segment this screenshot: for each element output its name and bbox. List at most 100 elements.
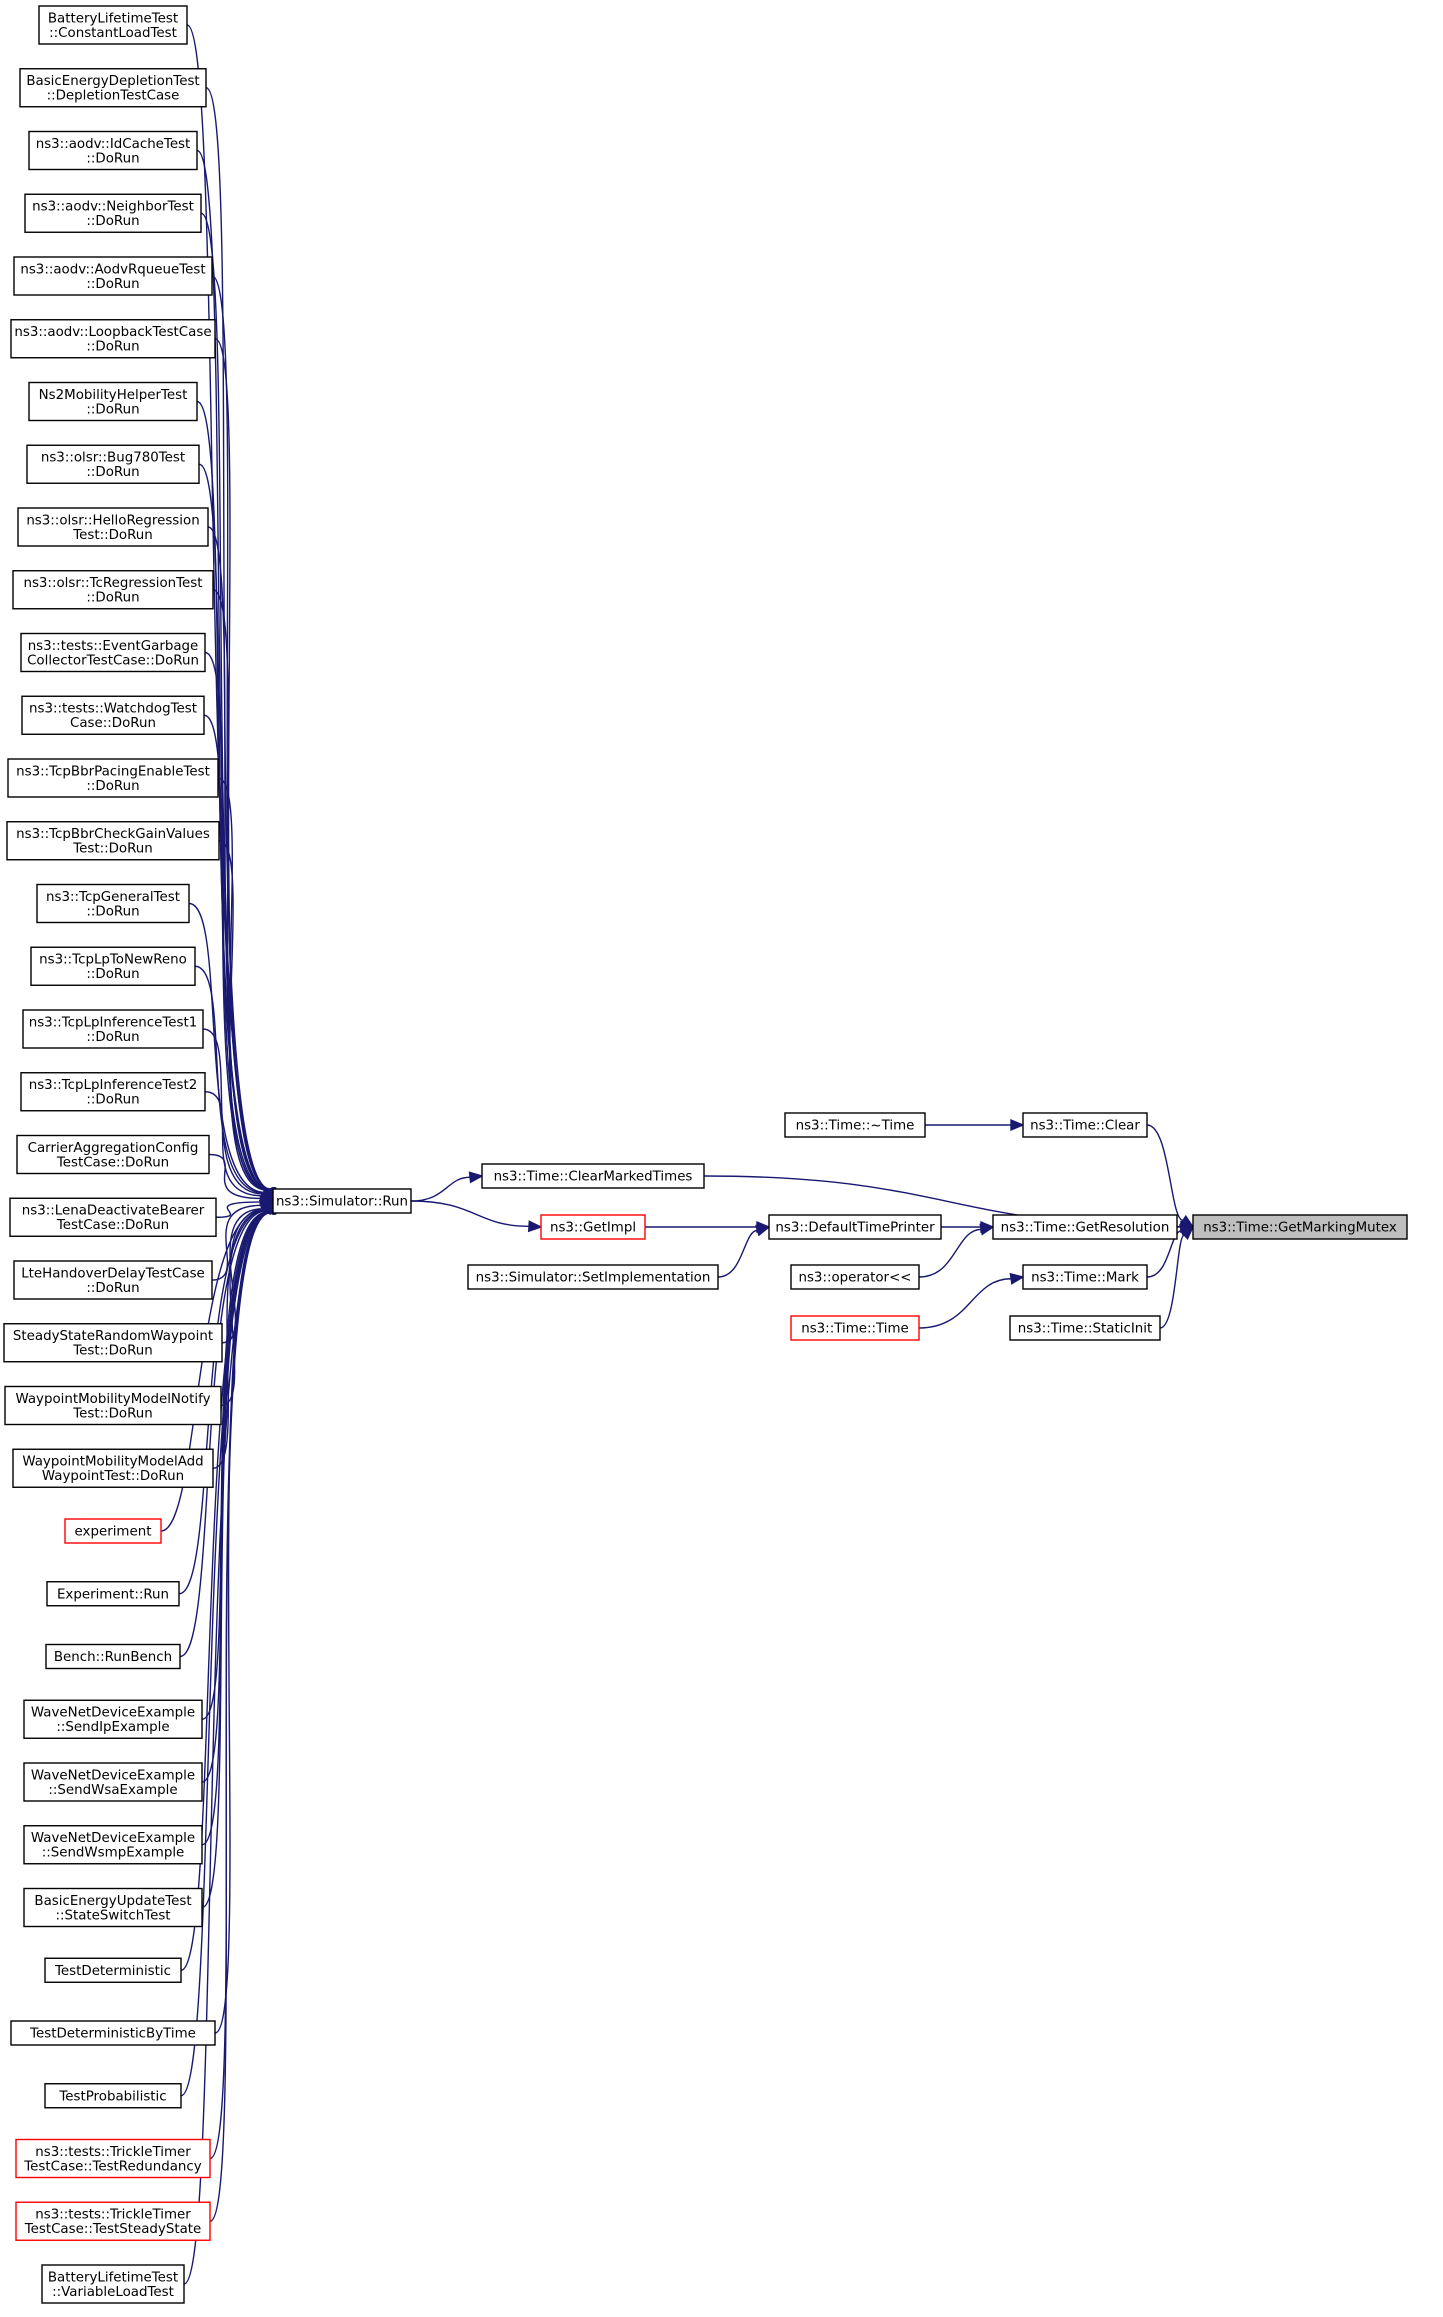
node-box xyxy=(36,883,190,924)
node-c36[interactable]: ns3::tests::TrickleTimerTestCase::TestSt… xyxy=(15,2201,211,2241)
node-c16[interactable]: ns3::TcpLpToNewReno::DoRun xyxy=(30,946,196,986)
node-c06[interactable]: ns3::aodv::LoopbackTestCase::DoRun xyxy=(10,319,216,359)
node-box xyxy=(23,1825,203,1865)
node-c21[interactable]: LteHandoverDelayTestCase::DoRun xyxy=(13,1260,213,1300)
node-label: ns3::Time::StaticInit xyxy=(1018,1322,1153,1337)
node-c24[interactable]: WaypointMobilityModelAddWaypointTest::Do… xyxy=(12,1448,214,1488)
node-box xyxy=(540,1214,646,1240)
node-box xyxy=(790,1264,920,1290)
node-setimpl[interactable]: ns3::Simulator::SetImplementation xyxy=(467,1264,719,1290)
node-c33[interactable]: TestDeterministicByTime xyxy=(10,2020,216,2046)
node-c18[interactable]: ns3::TcpLpInferenceTest2::DoRun xyxy=(20,1072,206,1112)
node-defaultprinter[interactable]: ns3::DefaultTimePrinter xyxy=(768,1214,942,1240)
node-label: WaypointMobilityModelAdd xyxy=(22,1455,203,1470)
node-label: ns3::aodv::LoopbackTestCase xyxy=(14,325,211,340)
node-label: experiment xyxy=(75,1525,152,1540)
node-clear[interactable]: ns3::Time::Clear xyxy=(1022,1112,1148,1138)
edge-line xyxy=(204,651,269,1191)
node-c03[interactable]: ns3::aodv::IdCacheTest::DoRun xyxy=(28,130,198,171)
node-box xyxy=(44,2083,182,2109)
node-box xyxy=(16,1134,210,1175)
arrowhead-icon xyxy=(1009,1272,1025,1285)
node-clearmarked[interactable]: ns3::Time::ClearMarkedTimes xyxy=(481,1163,705,1189)
node-label: ns3::Time::ClearMarkedTimes xyxy=(494,1170,693,1185)
node-label: ns3::Time::Mark xyxy=(1031,1271,1139,1286)
node-label: CarrierAggregationConfig xyxy=(28,1141,199,1156)
node-label: ns3::Time::~Time xyxy=(796,1119,915,1134)
node-c15[interactable]: ns3::TcpGeneralTest::DoRun xyxy=(36,883,190,924)
node-c10[interactable]: ns3::olsr::TcRegressionTest::DoRun xyxy=(12,570,214,610)
node-operatorlt[interactable]: ns3::operator<< xyxy=(790,1264,920,1290)
node-c28[interactable]: WaveNetDeviceExample::SendIpExample xyxy=(23,1699,203,1739)
node-label: Case::DoRun xyxy=(70,716,156,731)
edge-c19-to-simrun xyxy=(208,1153,275,1205)
node-label: ns3::olsr::Bug780Test xyxy=(41,451,185,466)
node-c04[interactable]: ns3::aodv::NeighborTest::DoRun xyxy=(24,193,202,233)
node-label: ns3::tests::WatchdogTest xyxy=(29,702,197,717)
node-timetime[interactable]: ns3::Time::Time xyxy=(790,1315,920,1341)
node-label: ::DoRun xyxy=(86,402,139,417)
node-c17[interactable]: ns3::TcpLpInferenceTest1::DoRun xyxy=(22,1009,204,1049)
node-staticinit[interactable]: ns3::Time::StaticInit xyxy=(1009,1315,1161,1341)
node-label: ::DoRun xyxy=(86,151,139,166)
node-dtor[interactable]: ns3::Time::~Time xyxy=(784,1112,926,1138)
node-box xyxy=(7,758,219,798)
node-c27[interactable]: Bench::RunBench xyxy=(45,1643,181,1670)
node-label: Test::DoRun xyxy=(72,528,153,543)
node-box xyxy=(467,1264,719,1290)
node-mark[interactable]: ns3::Time::Mark xyxy=(1022,1264,1148,1290)
node-label: ns3::Simulator::SetImplementation xyxy=(476,1271,711,1286)
edge-staticinit-to-getmarkingmutex xyxy=(1159,1225,1195,1329)
node-c25[interactable]: experiment xyxy=(64,1518,162,1544)
edge-c02-to-simrun xyxy=(205,87,277,1203)
node-c13[interactable]: ns3::TcpBbrPacingEnableTest::DoRun xyxy=(7,758,219,798)
node-box xyxy=(1022,1264,1148,1290)
node-c29[interactable]: WaveNetDeviceExample::SendWsaExample xyxy=(23,1762,203,1802)
node-c32[interactable]: TestDeterministic xyxy=(44,1957,182,1983)
node-box xyxy=(20,1072,206,1112)
node-label: Test::DoRun xyxy=(72,1344,153,1359)
node-c31[interactable]: BasicEnergyUpdateTest::StateSwitchTest xyxy=(23,1887,203,1928)
node-box xyxy=(15,2138,211,2179)
node-c07[interactable]: Ns2MobilityHelperTest::DoRun xyxy=(28,381,198,422)
node-label: ns3::Time::Clear xyxy=(1030,1119,1140,1134)
node-label: ns3::tests::TrickleTimer xyxy=(35,2208,191,2223)
node-label: ns3::Time::Time xyxy=(801,1322,909,1337)
node-simrun[interactable]: ns3::Simulator::Run xyxy=(272,1188,412,1214)
node-c02[interactable]: BasicEnergyDepletionTest::DepletionTestC… xyxy=(19,68,207,108)
node-box xyxy=(15,2201,211,2241)
node-box xyxy=(9,1197,217,1237)
node-label: ::DoRun xyxy=(86,591,139,606)
node-label: ::SendWsmpExample xyxy=(42,1846,185,1861)
edge-line xyxy=(1146,1230,1182,1278)
node-label: ns3::Time::GetResolution xyxy=(1001,1221,1170,1236)
node-getimpl[interactable]: ns3::GetImpl xyxy=(540,1214,646,1240)
node-c37[interactable]: BatteryLifetimeTest::VariableLoadTest xyxy=(41,2264,185,2304)
node-getresolution[interactable]: ns3::Time::GetResolution xyxy=(992,1214,1178,1240)
node-label: ::DoRun xyxy=(86,214,139,229)
node-c01[interactable]: BatteryLifetimeTest::ConstantLoadTest xyxy=(38,5,188,45)
node-c26[interactable]: Experiment::Run xyxy=(46,1581,180,1607)
node-getmarkingmutex[interactable]: ns3::Time::GetMarkingMutex xyxy=(1192,1214,1408,1240)
node-label: ns3::tests::EventGarbage xyxy=(28,639,199,654)
node-c35[interactable]: ns3::tests::TrickleTimerTestCase::TestRe… xyxy=(15,2138,211,2179)
node-label: ns3::aodv::NeighborTest xyxy=(32,200,194,215)
node-box xyxy=(992,1214,1178,1240)
node-c11[interactable]: ns3::tests::EventGarbageCollectorTestCas… xyxy=(20,632,206,673)
node-box xyxy=(12,570,214,610)
node-c34[interactable]: TestProbabilistic xyxy=(44,2083,182,2109)
node-c05[interactable]: ns3::aodv::AodvRqueueTest::DoRun xyxy=(13,256,213,296)
edge-timetime-to-mark xyxy=(918,1272,1025,1329)
node-c08[interactable]: ns3::olsr::Bug780Test::DoRun xyxy=(26,444,200,484)
node-label: ::SendIpExample xyxy=(56,1720,169,1735)
node-c30[interactable]: WaveNetDeviceExample::SendWsmpExample xyxy=(23,1825,203,1865)
edge-line xyxy=(218,840,268,1191)
